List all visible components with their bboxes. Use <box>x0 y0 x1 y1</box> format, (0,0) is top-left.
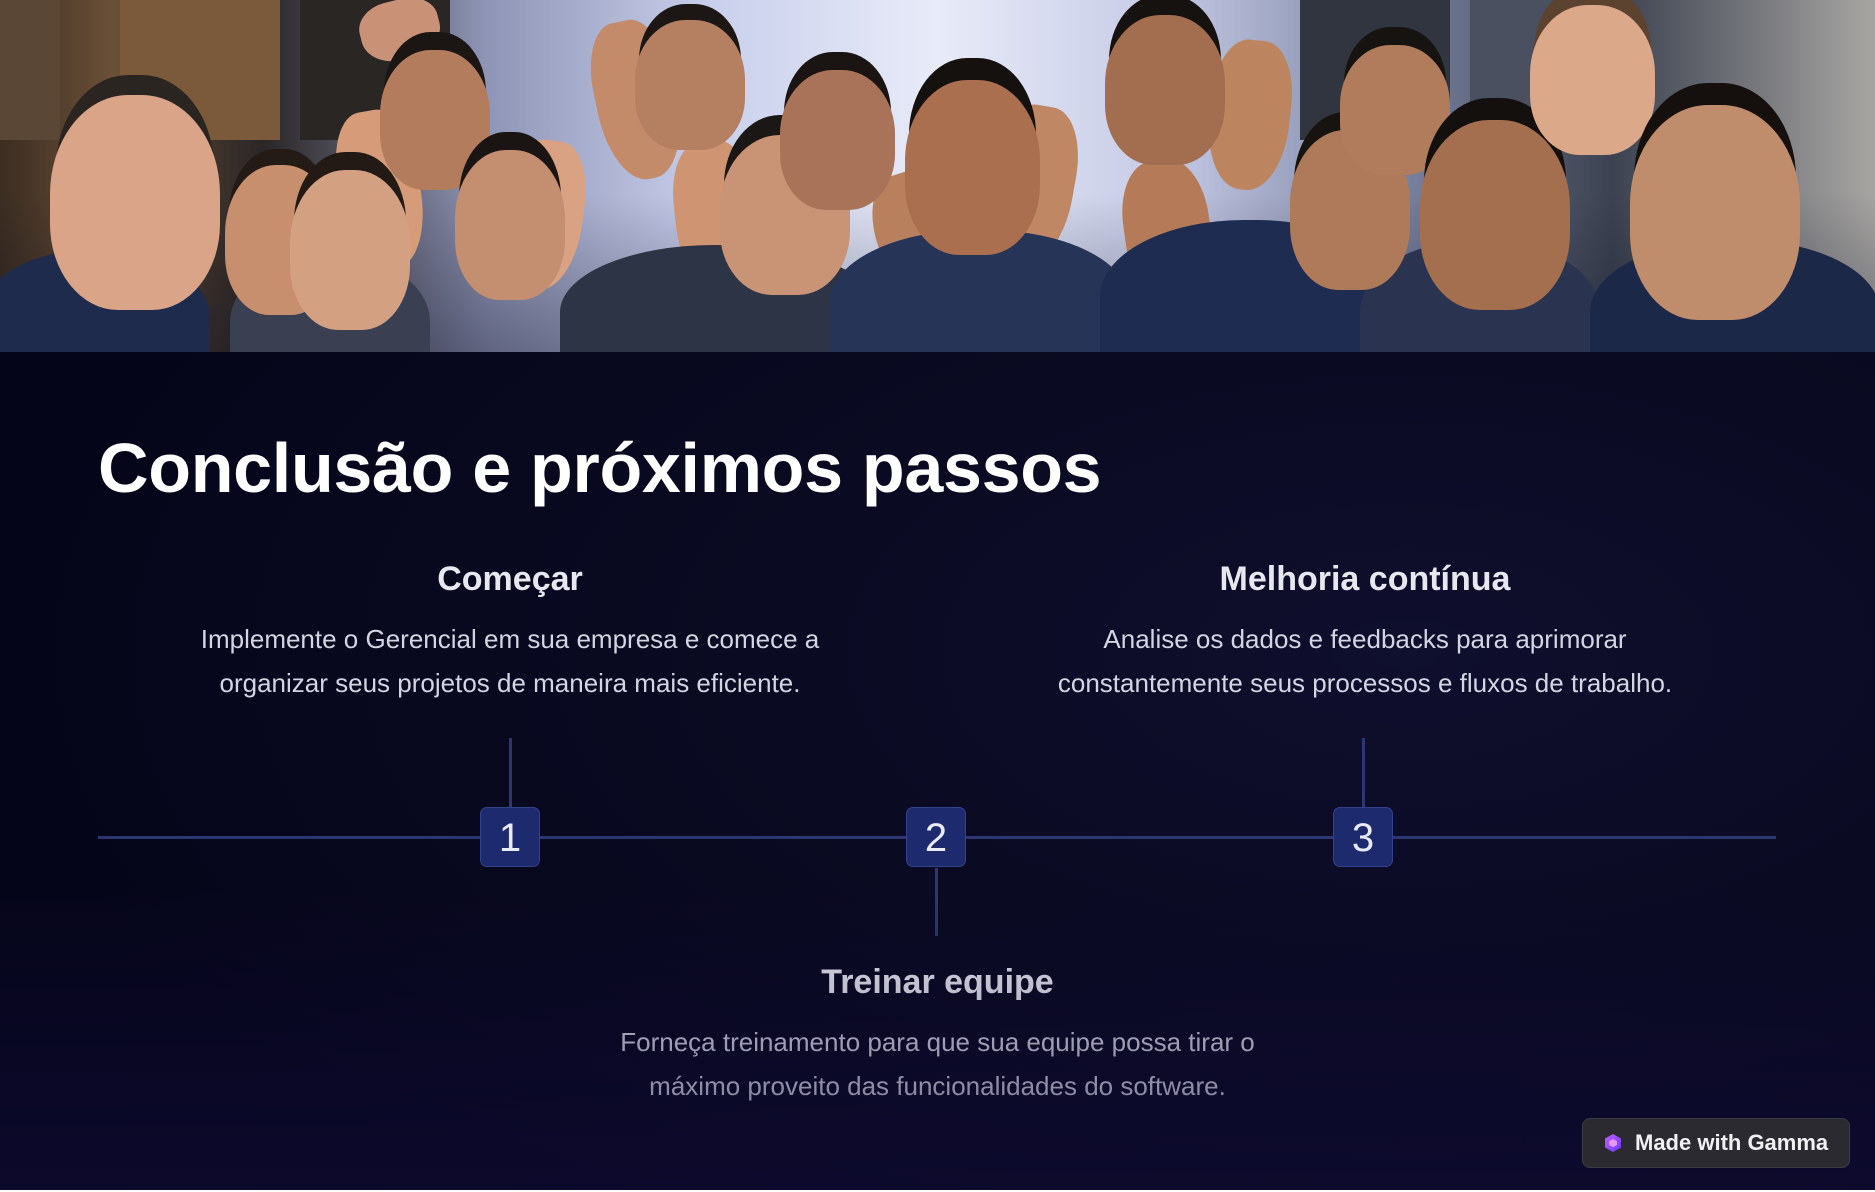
timeline-connector-3 <box>1362 738 1365 808</box>
gamma-logo-icon <box>1603 1133 1623 1153</box>
page-title: Conclusão e próximos passos <box>98 429 1102 507</box>
step-title: Melhoria contínua <box>1219 560 1511 598</box>
step-description: Analise os dados e feedbacks para aprimo… <box>1057 624 1673 698</box>
step-2: Treinar equipe Forneça treinamento para … <box>580 963 1295 1108</box>
team-celebration-photo <box>0 0 1875 352</box>
step-description: Implemente o Gerencial em sua empresa e … <box>200 624 820 698</box>
step-1: Começar Implemente o Gerencial em sua em… <box>160 560 860 705</box>
step-3: Melhoria contínua Analise os dados e fee… <box>1010 560 1720 705</box>
timeline-connector-1 <box>509 738 512 808</box>
made-with-gamma-badge[interactable]: Made with Gamma <box>1582 1118 1850 1168</box>
step-title: Treinar equipe <box>821 963 1054 1001</box>
step-marker-1: 1 <box>480 807 540 867</box>
step-marker-2: 2 <box>906 807 966 867</box>
timeline-connector-2 <box>935 868 938 936</box>
step-title: Começar <box>437 560 583 598</box>
step-description: Forneça treinamento para que sua equipe … <box>620 1027 1255 1101</box>
badge-label: Made with Gamma <box>1635 1130 1829 1155</box>
step-marker-3: 3 <box>1333 807 1393 867</box>
